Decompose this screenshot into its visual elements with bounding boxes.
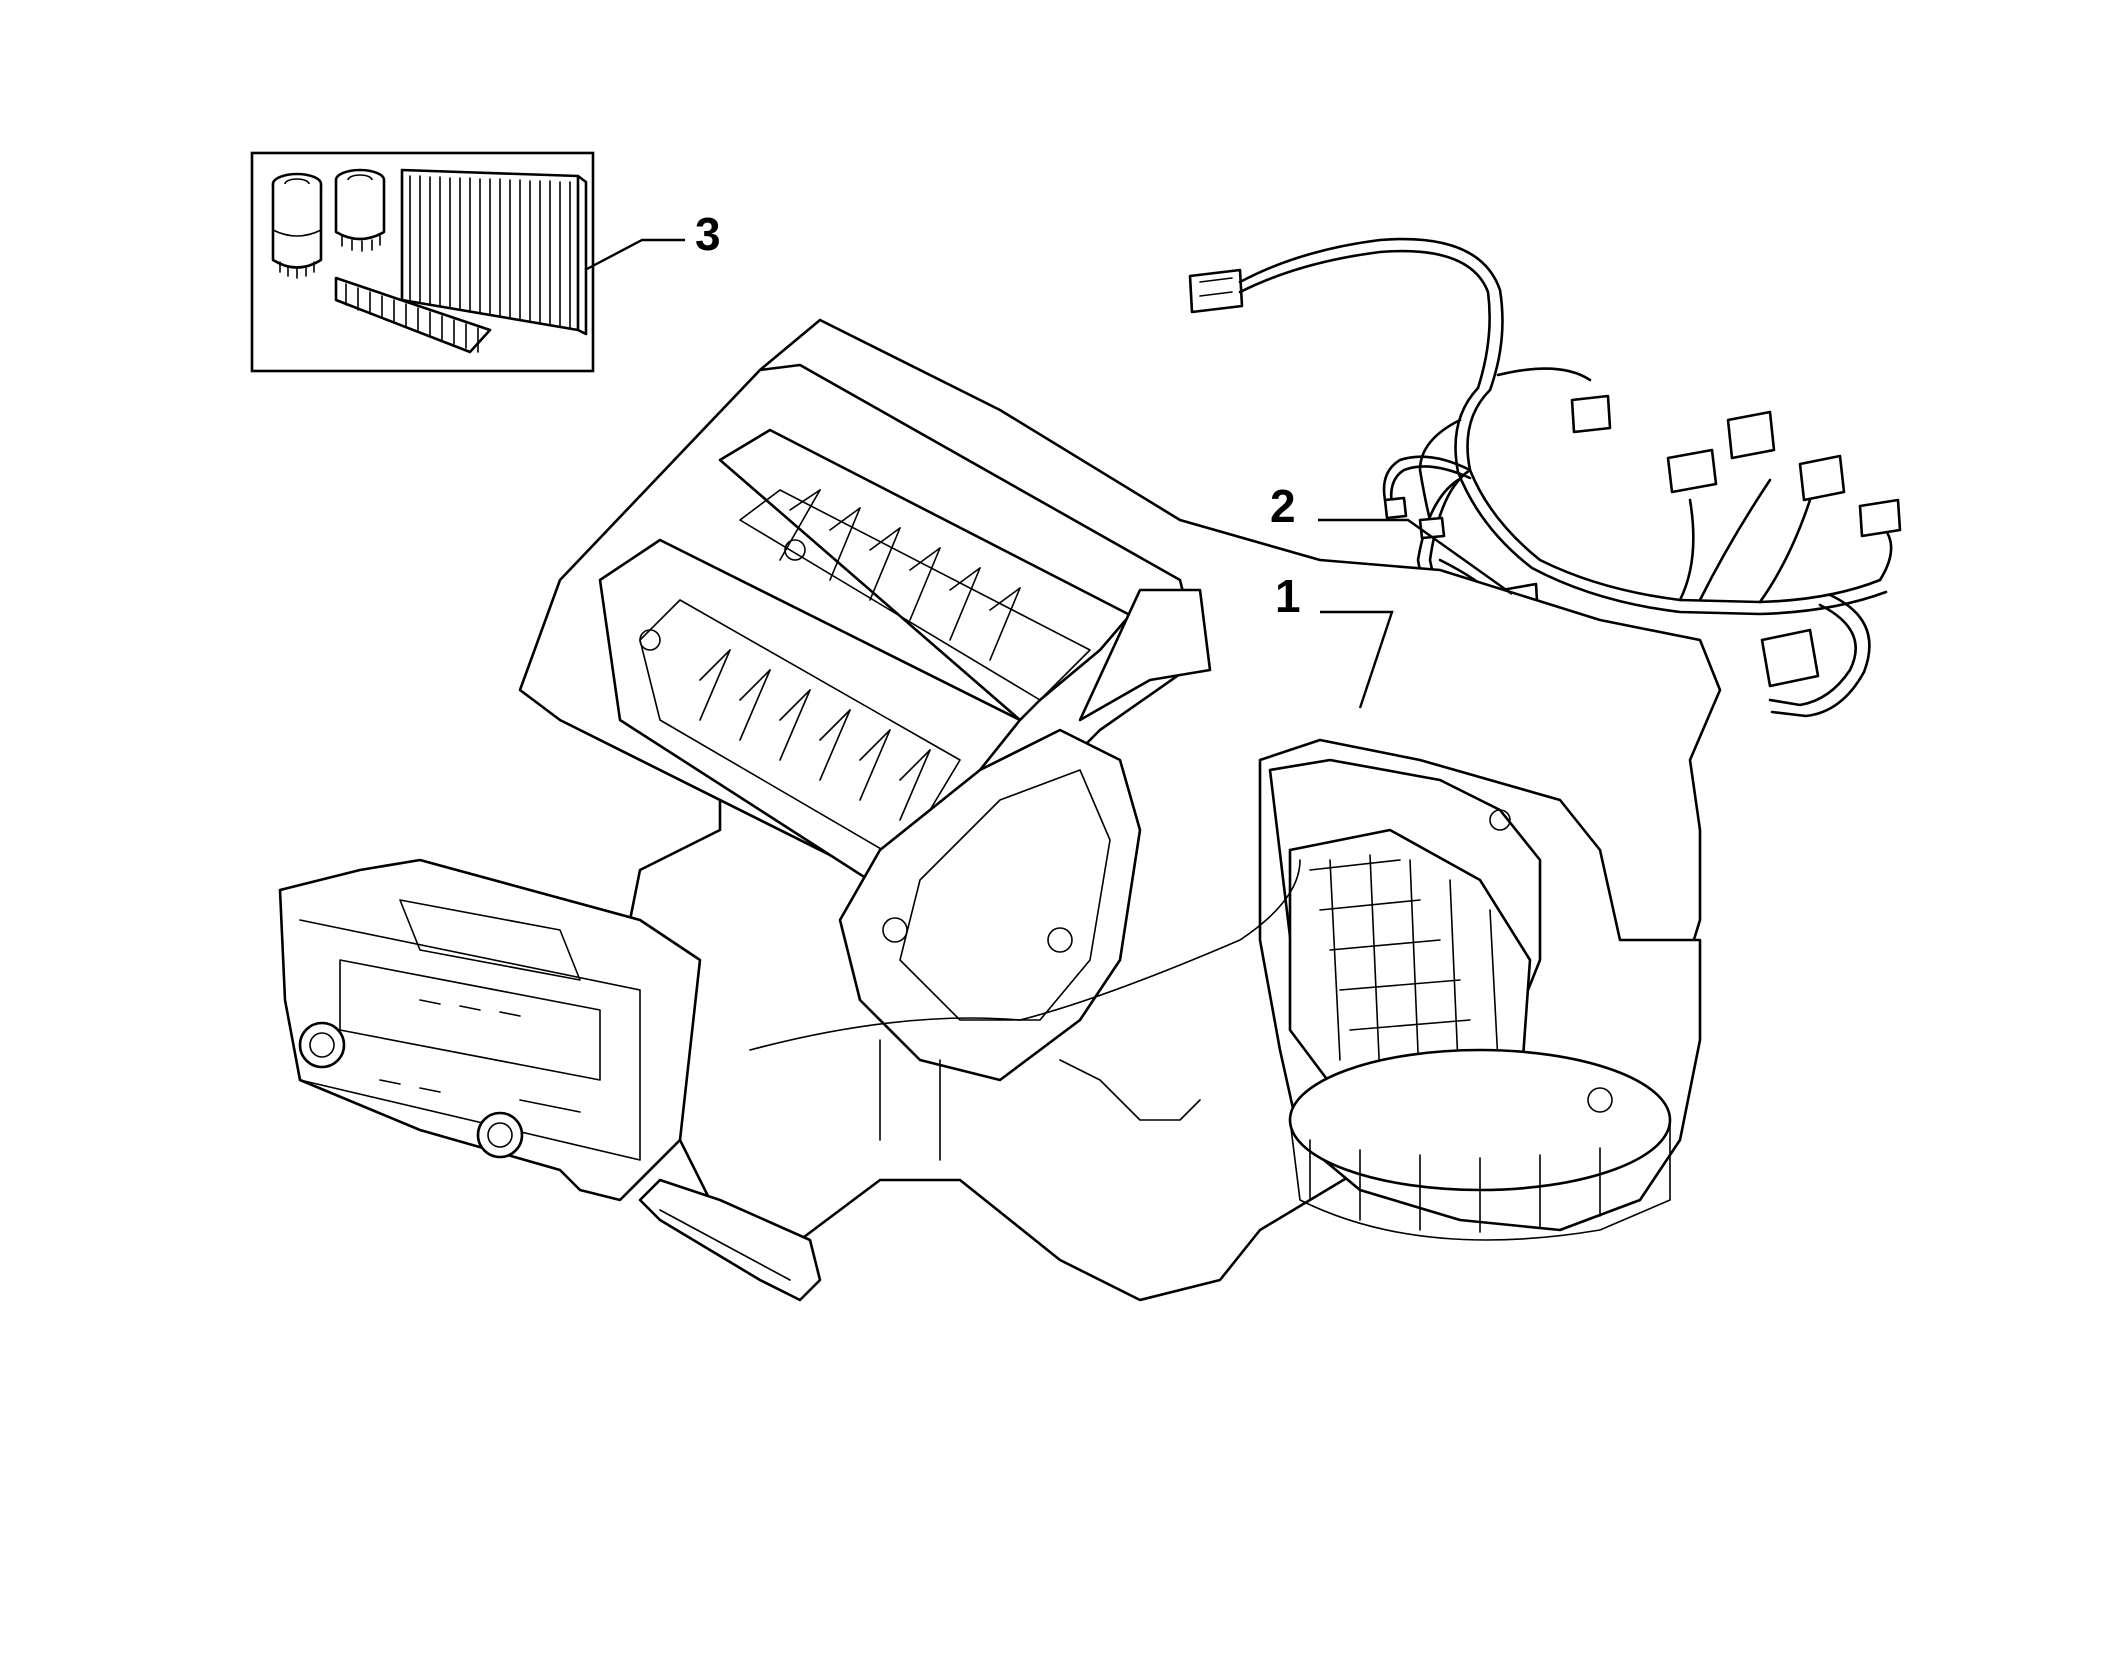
mounting-bracket-top (1078, 588, 1212, 722)
oil-filter-small (334, 168, 386, 252)
callout-3: 3 (584, 208, 721, 272)
callout-1: 1 (1275, 570, 1394, 709)
climate-control-panel (278, 858, 702, 1202)
harness-connector-top (1188, 268, 1244, 314)
harness-pin-left (1383, 496, 1408, 520)
harness-connector-right-1 (1666, 410, 1776, 494)
harness-connector-right-2 (1798, 454, 1846, 502)
harness-connector-lower-right (1760, 628, 1820, 688)
callout-label-3: 3 (695, 208, 721, 260)
cabin-air-filter (400, 168, 588, 336)
blower-housing (1258, 738, 1702, 1241)
harness-connector-right-3 (1858, 498, 1902, 538)
harness-connector-mid (1570, 394, 1612, 434)
air-filter-element (334, 276, 492, 354)
lower-duct-nozzle (638, 1178, 822, 1302)
center-duct (838, 728, 1142, 1161)
oil-filter-large (271, 172, 323, 279)
control-cable (749, 859, 1301, 1051)
filter-kit-inset (250, 151, 595, 373)
harness-pin-lower (1418, 516, 1446, 540)
callout-label-2: 2 (1270, 480, 1296, 532)
hvac-heater-unit (278, 318, 1722, 1302)
callout-2: 2 (1270, 480, 1513, 595)
callout-label-1: 1 (1275, 570, 1301, 622)
